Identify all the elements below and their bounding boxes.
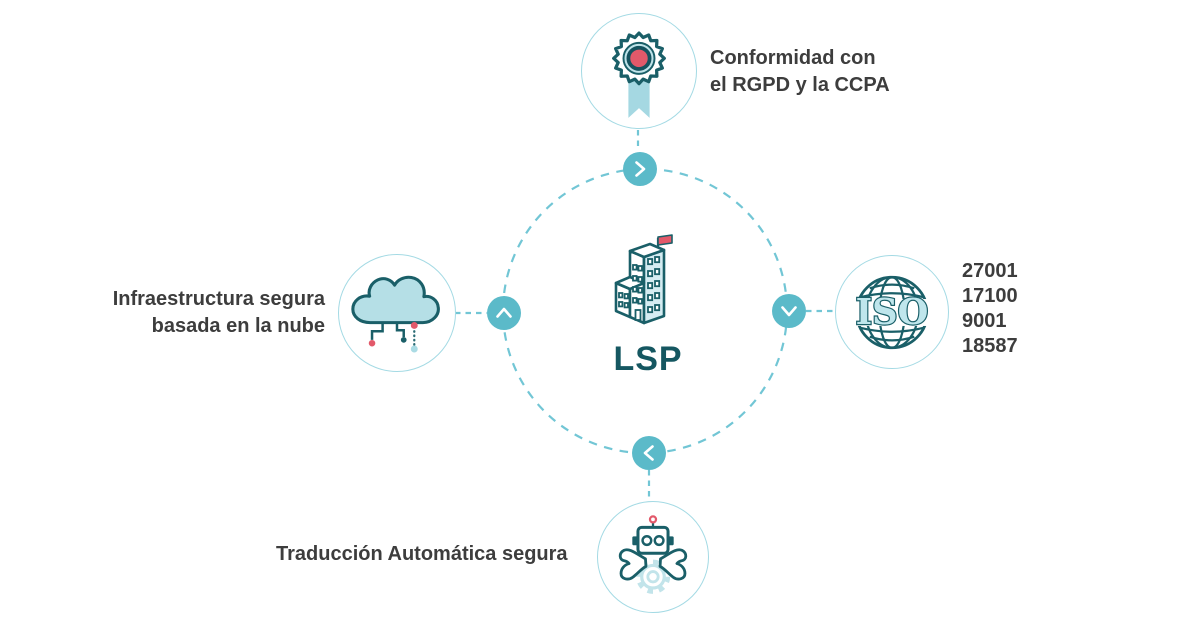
chevron-right-icon	[635, 161, 646, 177]
node-compliance-badge	[581, 13, 697, 129]
compliance-label: Conformidad con el RGPD y la CCPA	[710, 47, 890, 96]
cloud-infrastructure-label: Infraestructura segura basada en la nube	[112, 288, 325, 337]
iso-globe-icon: ISO	[840, 275, 944, 349]
orbit-arrow-bottom	[632, 436, 666, 470]
chevron-down-icon	[781, 306, 797, 317]
cloud-circuit-icon	[351, 275, 440, 353]
hub-label: LSP	[613, 340, 683, 378]
orbit-arrow-left	[487, 296, 521, 330]
chevron-left-icon	[643, 445, 654, 461]
node-machine-translation	[597, 501, 709, 613]
orbit-arrow-right	[772, 294, 806, 328]
robot-flex-icon	[618, 515, 688, 594]
iso-logo-text: ISO	[856, 292, 929, 333]
orbit-arrow-top	[623, 152, 657, 186]
building-icon	[614, 234, 673, 325]
node-iso: ISO	[835, 255, 949, 369]
node-cloud-infrastructure	[338, 254, 456, 372]
machine-translation-label: Traducción Automática segura	[276, 543, 568, 565]
chevron-up-icon	[496, 307, 512, 318]
certificate-badge-icon	[612, 31, 666, 118]
iso-standards-label: 27001 17100 9001 18587	[962, 260, 1018, 357]
